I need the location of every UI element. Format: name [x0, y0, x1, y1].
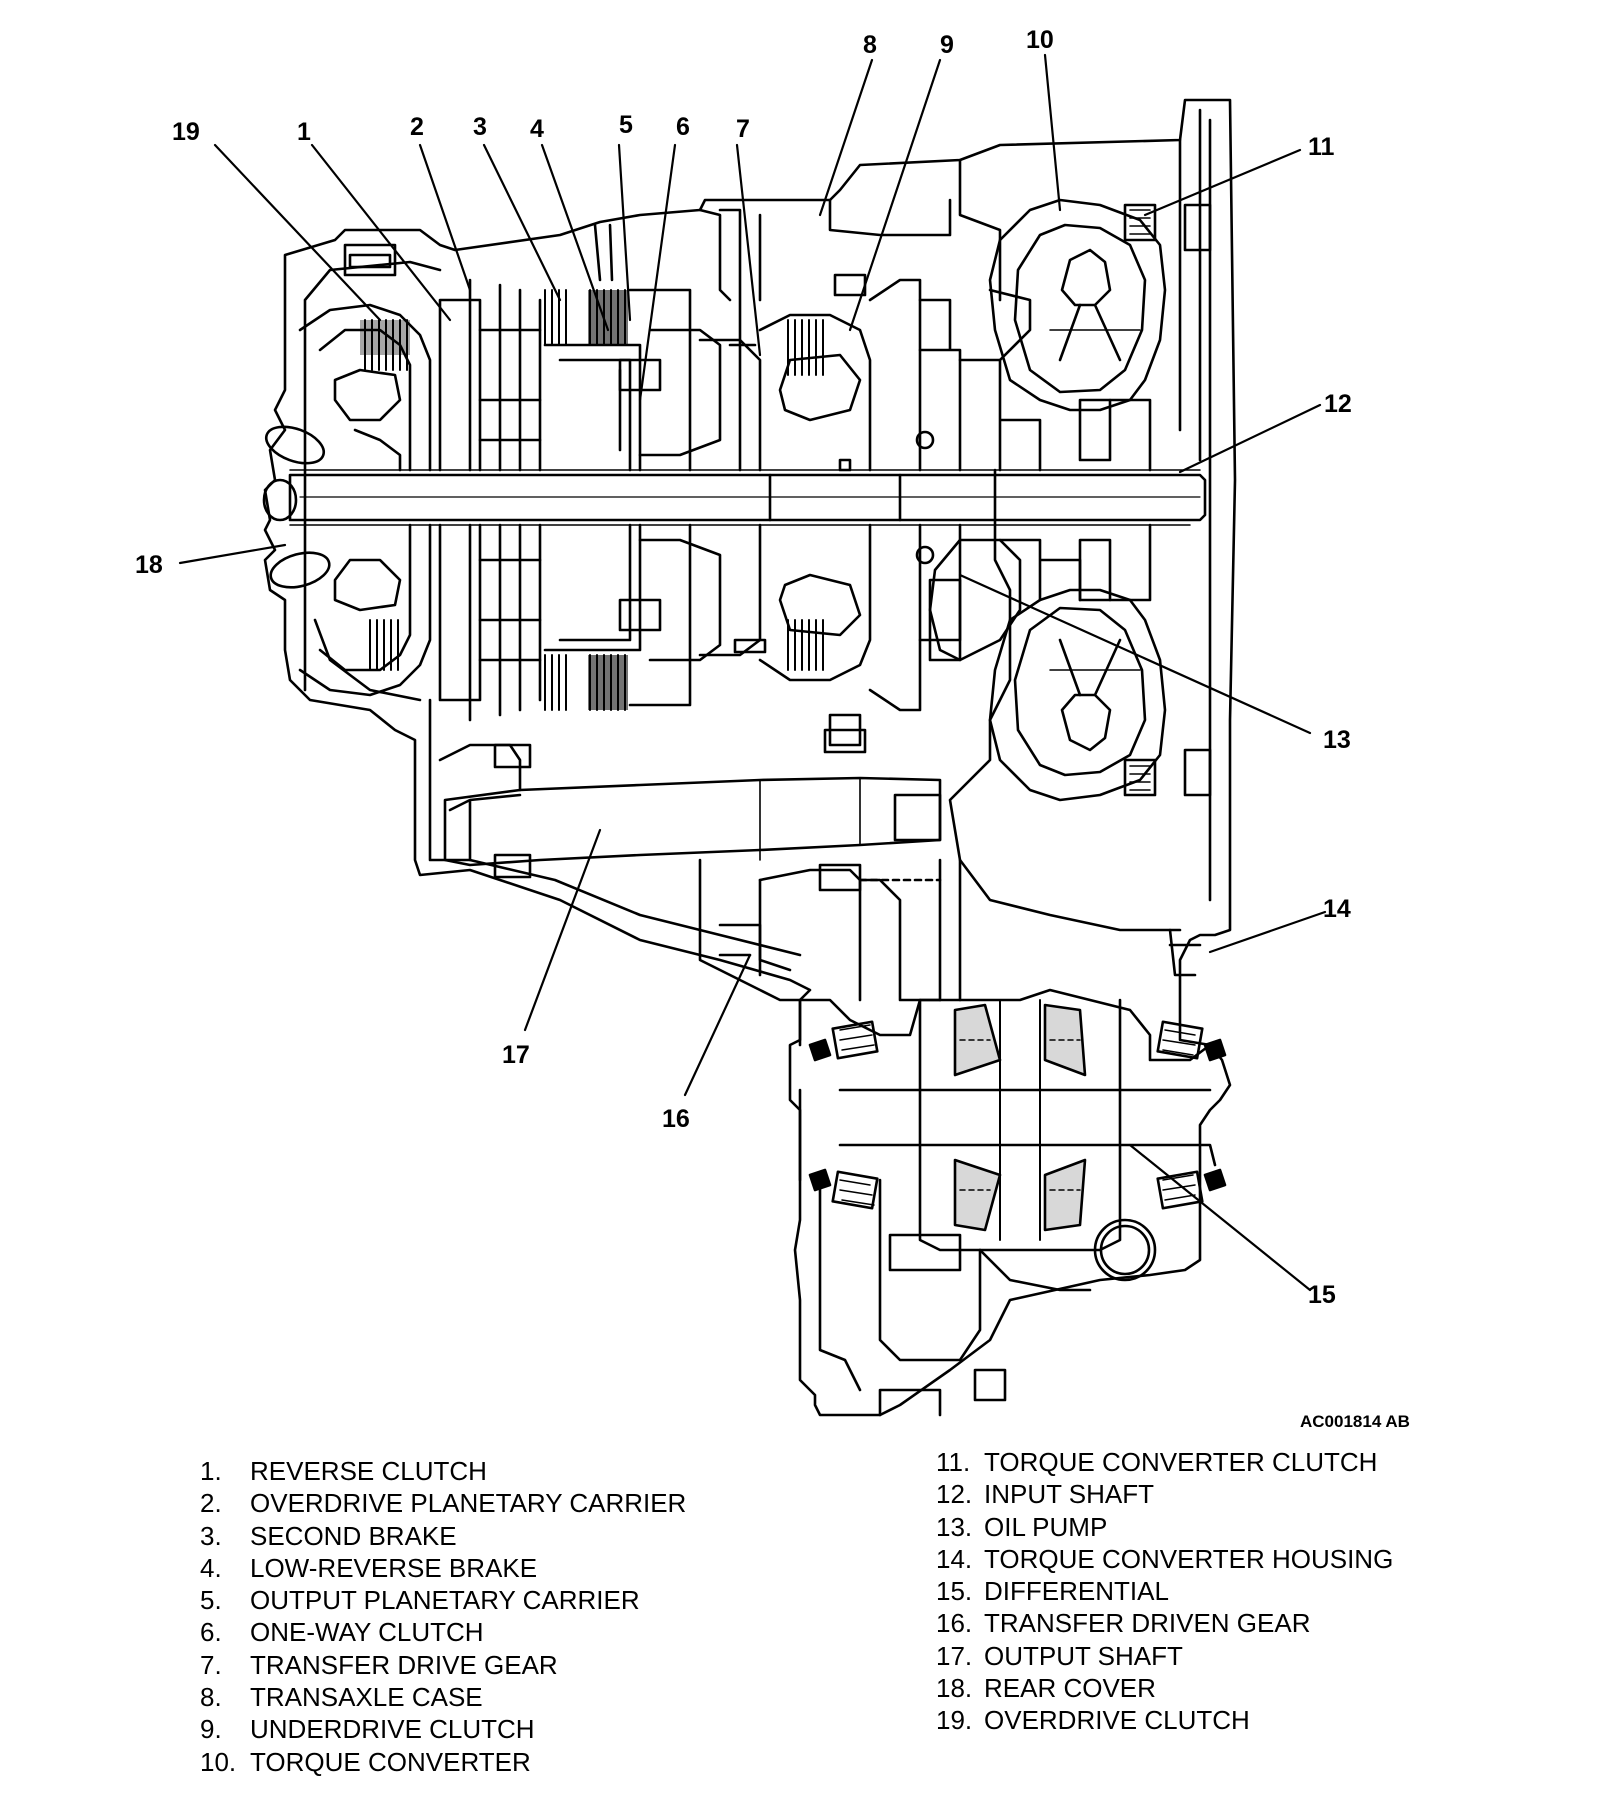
legend-number: 7. [200, 1649, 222, 1680]
callout-16: 16 [662, 1105, 690, 1133]
callout-17: 17 [502, 1041, 530, 1069]
legend-item: 10. TORQUE CONVERTER [200, 1746, 760, 1778]
legend-number: 18. [936, 1673, 973, 1704]
legend-label: TORQUE CONVERTER [250, 1746, 531, 1777]
legend-item: 3. SECOND BRAKE [200, 1520, 760, 1552]
callout-14: 14 [1323, 895, 1351, 923]
legend-label: OVERDRIVE CLUTCH [984, 1705, 1250, 1736]
legend-item: 18. REAR COVER [936, 1672, 1536, 1704]
callout-8: 8 [863, 31, 877, 59]
legend-label: LOW-REVERSE BRAKE [250, 1552, 538, 1583]
legend-item: 1. REVERSE CLUTCH [200, 1455, 760, 1487]
legend-item: 4. LOW-REVERSE BRAKE [200, 1552, 760, 1584]
legend-label: TRANSFER DRIVEN GEAR [984, 1608, 1311, 1639]
legend-label: OUTPUT SHAFT [984, 1640, 1183, 1671]
legend-number: 14. [936, 1543, 973, 1574]
callout-10: 10 [1026, 26, 1054, 54]
legend-label: TRANSAXLE CASE [250, 1682, 483, 1713]
legend-number: 6. [200, 1617, 222, 1648]
legend-item: 11. TORQUE CONVERTER CLUTCH [936, 1446, 1536, 1478]
legend-number: 17. [936, 1640, 973, 1671]
transaxle-case-outline [263, 98, 1237, 1417]
legend-label: TORQUE CONVERTER HOUSING [984, 1543, 1394, 1574]
legend-item: 17. OUTPUT SHAFT [936, 1640, 1536, 1672]
oil-pump-body [928, 538, 1022, 662]
legend-label: REAR COVER [984, 1673, 1156, 1704]
legend-number: 2. [200, 1488, 222, 1519]
legend-number: 15. [936, 1576, 973, 1607]
callout-19: 19 [172, 118, 200, 146]
output-shaft [443, 776, 942, 867]
legend-number: 13. [936, 1511, 973, 1542]
torque-converter-lower [988, 588, 1167, 802]
callout-1: 1 [297, 118, 311, 146]
callout-5: 5 [619, 111, 633, 139]
legend-number: 11. [936, 1447, 971, 1477]
callout-3: 3 [473, 113, 487, 141]
legend-label: INPUT SHAFT [984, 1479, 1154, 1510]
legend-item: 13. OIL PUMP [936, 1511, 1536, 1543]
legend-number: 9. [200, 1714, 222, 1745]
legend-left-column: 1. REVERSE CLUTCH 2. OVERDRIVE PLANETARY C… [200, 1455, 760, 1778]
main-shaft [288, 473, 1207, 522]
torque-converter-upper [988, 198, 1167, 412]
legend-number: 4. [200, 1552, 222, 1583]
legend-item: 16. TRANSFER DRIVEN GEAR [936, 1607, 1536, 1639]
legend-item: 19. OVERDRIVE CLUTCH [936, 1704, 1536, 1736]
legend-number: 16. [936, 1608, 973, 1639]
callout-13: 13 [1323, 726, 1351, 754]
legend-number: 8. [200, 1682, 222, 1713]
callout-6: 6 [676, 113, 690, 141]
legend-label: SECOND BRAKE [250, 1520, 457, 1551]
legend-number: 12. [936, 1479, 973, 1510]
legend-label: OVERDRIVE PLANETARY CARRIER [250, 1488, 687, 1519]
legend-label: OIL PUMP [984, 1511, 1108, 1542]
legend-item: 6. ONE-WAY CLUTCH [200, 1616, 760, 1648]
legend-item: 12. INPUT SHAFT [936, 1478, 1536, 1510]
callout-2: 2 [410, 113, 424, 141]
figure-id-code: AC001814 AB [1300, 1412, 1410, 1431]
legend-label: UNDERDRIVE CLUTCH [250, 1714, 535, 1745]
callout-11: 11 [1308, 133, 1335, 161]
legend-item: 5. OUTPUT PLANETARY CARRIER [200, 1584, 760, 1616]
legend-label: DIFFERENTIAL [984, 1576, 1169, 1607]
legend-number: 10. [200, 1746, 237, 1777]
legend-item: 2. OVERDRIVE PLANETARY CARRIER [200, 1487, 760, 1519]
legend-item: 8. TRANSAXLE CASE [200, 1681, 760, 1713]
callout-9: 9 [940, 31, 954, 59]
legend-label: OUTPUT PLANETARY CARRIER [250, 1585, 640, 1616]
callout-4: 4 [530, 115, 544, 143]
legend-label: TRANSFER DRIVE GEAR [250, 1649, 558, 1680]
legend-item: 14. TORQUE CONVERTER HOUSING [936, 1543, 1536, 1575]
legend-label: ONE-WAY CLUTCH [250, 1617, 484, 1648]
legend-label: REVERSE CLUTCH [250, 1456, 487, 1486]
legend-number: 1. [200, 1456, 222, 1486]
legend-item: 9. UNDERDRIVE CLUTCH [200, 1713, 760, 1745]
callout-12: 12 [1324, 390, 1352, 418]
legend-number: 5. [200, 1585, 222, 1616]
callout-15: 15 [1308, 1281, 1336, 1309]
transaxle-cross-section-diagram: 19 1 2 3 4 5 6 7 8 9 10 11 12 13 14 15 1… [135, 26, 1410, 1431]
callout-18: 18 [135, 551, 163, 579]
legend-item: 7. TRANSFER DRIVE GEAR [200, 1649, 760, 1681]
legend-item: 15. DIFFERENTIAL [936, 1575, 1536, 1607]
differential-housing [798, 988, 1212, 1062]
legend-number: 19. [936, 1705, 973, 1736]
legend-number: 3. [200, 1520, 222, 1551]
callout-7: 7 [736, 115, 750, 143]
legend-label: TORQUE CONVERTER CLUTCH [984, 1447, 1378, 1477]
legend-right-column: 11. TORQUE CONVERTER CLUTCH 12. INPUT SHAF… [936, 1446, 1536, 1737]
